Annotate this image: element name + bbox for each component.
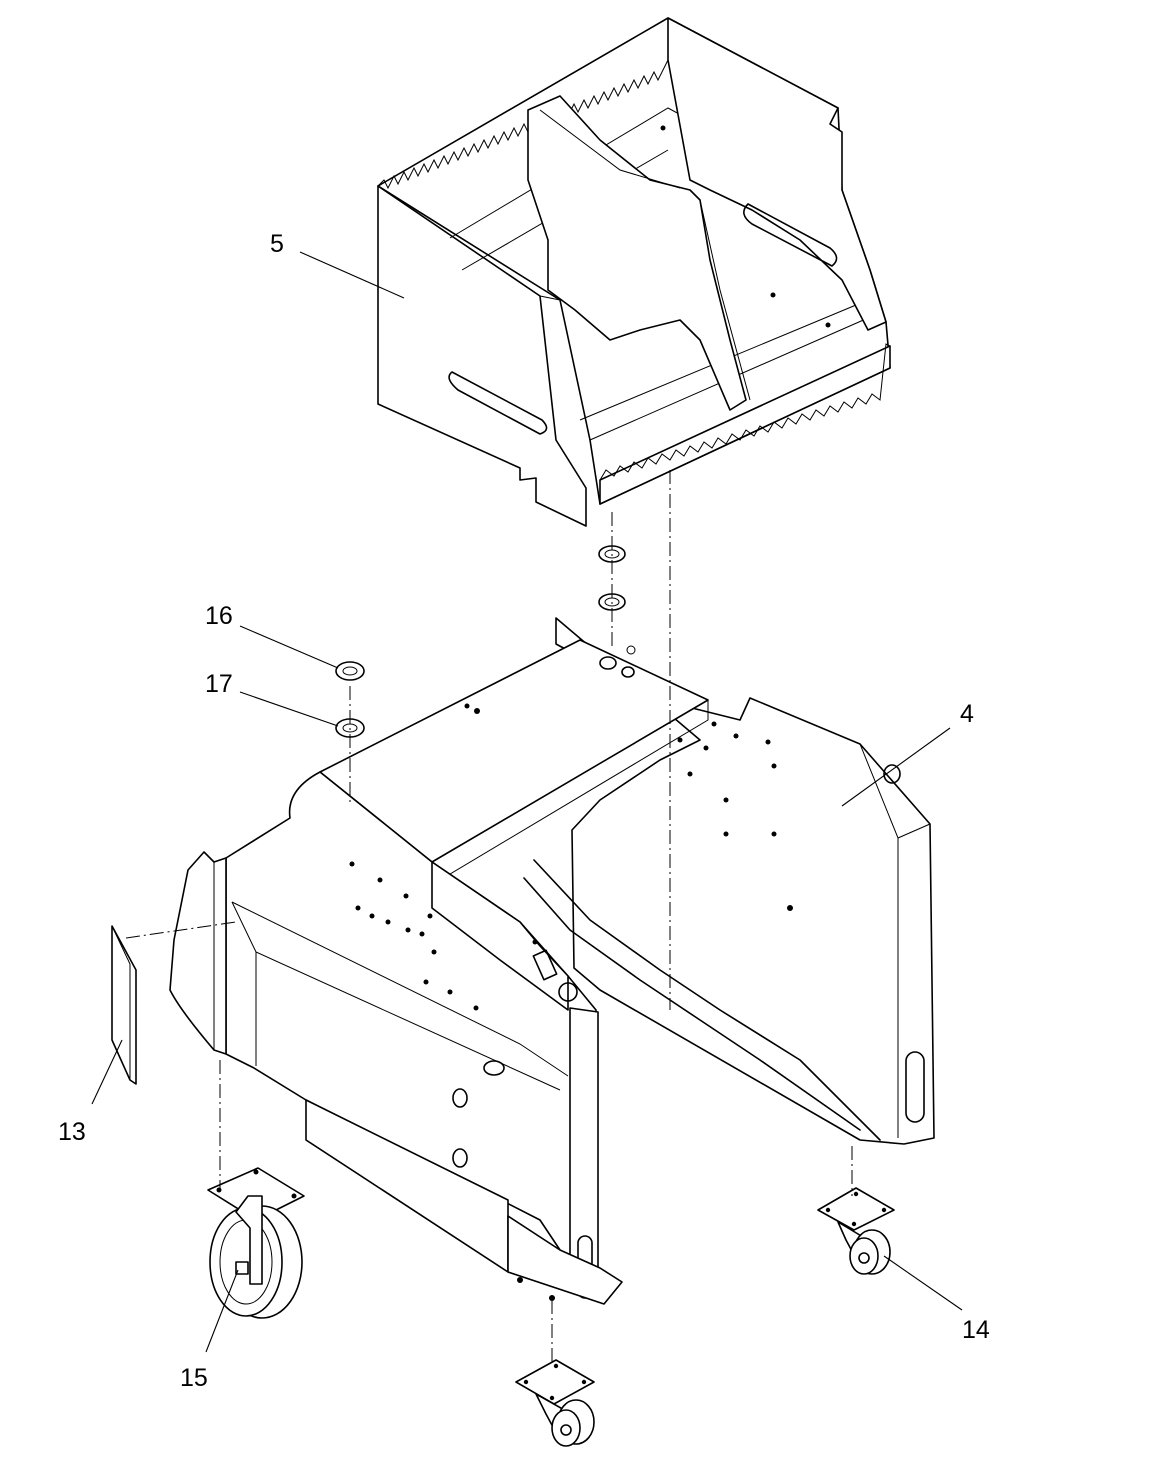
callout-13: 13 xyxy=(58,1118,86,1146)
callout-4: 4 xyxy=(960,700,974,728)
callout-17: 17 xyxy=(205,670,233,698)
part-4-frame xyxy=(169,617,935,1305)
part-15-caster xyxy=(207,1167,305,1319)
part-5-tray xyxy=(377,17,891,527)
part-16-washer xyxy=(335,661,365,681)
callout-5: 5 xyxy=(270,230,284,258)
alignment-lines xyxy=(125,470,853,1366)
callout-14: 14 xyxy=(962,1316,990,1344)
panel-holes xyxy=(349,721,793,1011)
caster-bottom xyxy=(515,1359,595,1447)
leader-lines xyxy=(91,251,963,1353)
callout-15: 15 xyxy=(180,1364,208,1392)
part-13-cover-plate xyxy=(111,925,137,1085)
part-14-caster xyxy=(817,1187,895,1275)
callout-16: 16 xyxy=(205,602,233,630)
